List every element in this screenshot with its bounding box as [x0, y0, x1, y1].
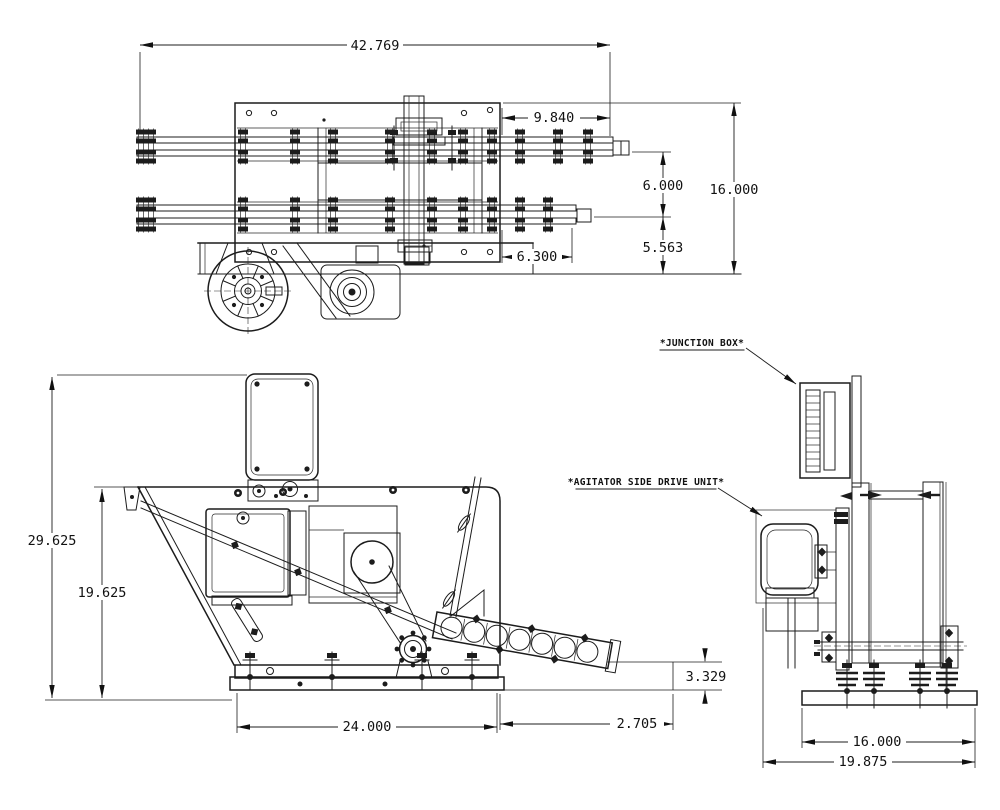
- drive-frame-end: [840, 481, 947, 694]
- side-view: [123, 373, 622, 691]
- base-end: [801, 658, 978, 710]
- agitator-arm: [140, 500, 457, 640]
- tie-rod: [439, 476, 485, 618]
- dim-end-overall-depth: 19.875: [839, 754, 888, 770]
- dim-end-bolt-span: 16.000: [853, 734, 902, 750]
- dimensions-end-view: 16.000 19.875: [762, 608, 976, 770]
- frame-members-plan: [237, 127, 498, 234]
- dim-rail-overhang: 9.840: [534, 110, 575, 126]
- dim-top-overall-width: 42.769: [351, 38, 400, 54]
- drive-sheave-plan: [204, 247, 294, 336]
- dim-side-plate-height: 19.625: [78, 585, 127, 601]
- lower-rail: [135, 196, 592, 233]
- dimensions-side-view: 29.625 19.625 24.000 3.329 2.705: [23, 374, 733, 735]
- junction-box-callout: *JUNCTION BOX*: [660, 338, 744, 349]
- end-view: [755, 375, 978, 710]
- junction-box-end: [799, 375, 862, 488]
- dim-base-width: 24.000: [343, 719, 392, 735]
- dim-lower-rail-offset: 5.563: [643, 240, 684, 256]
- dim-discharge-offset: 2.705: [617, 716, 658, 732]
- dim-top-overall-height: 16.000: [710, 182, 759, 198]
- shaft-and-bearings: [814, 625, 967, 669]
- junction-box-side: [245, 373, 319, 502]
- motor-end: [755, 507, 850, 671]
- drive-unit-callout: *AGITATOR SIDE DRIVE UNIT*: [568, 477, 725, 488]
- top-view: [135, 95, 742, 336]
- gearbox-plan: [282, 242, 430, 320]
- plate-bolt-holes: [245, 106, 494, 256]
- drive-bracket-plan: [197, 242, 742, 275]
- callouts: *JUNCTION BOX* *AGITATOR SIDE DRIVE UNIT…: [568, 338, 797, 517]
- upper-rail: [135, 128, 630, 165]
- sprocket: [394, 630, 433, 679]
- motor-side: [205, 508, 307, 606]
- drive-unit-leader: [717, 487, 763, 517]
- lower-rail-end-block: [576, 208, 592, 223]
- dim-lower-rail-inset: 6.300: [517, 249, 558, 265]
- dim-rail-spacing: 6.000: [643, 178, 684, 194]
- base-side: [229, 651, 505, 691]
- dim-side-overall-height: 29.625: [28, 533, 77, 549]
- dimensions-top-view: 42.769 9.840 16.000 6.000 5.563 6.300: [139, 37, 763, 274]
- center-shaft-assembly: [390, 95, 456, 265]
- main-plate-side: [137, 486, 501, 666]
- paddle: [231, 598, 263, 642]
- gearbox-side: [308, 505, 401, 604]
- junction-box-leader: [745, 347, 797, 385]
- dim-discharge-height: 3.329: [686, 669, 727, 685]
- main-plate-plan: [234, 102, 501, 263]
- agitator-trough: [431, 611, 622, 674]
